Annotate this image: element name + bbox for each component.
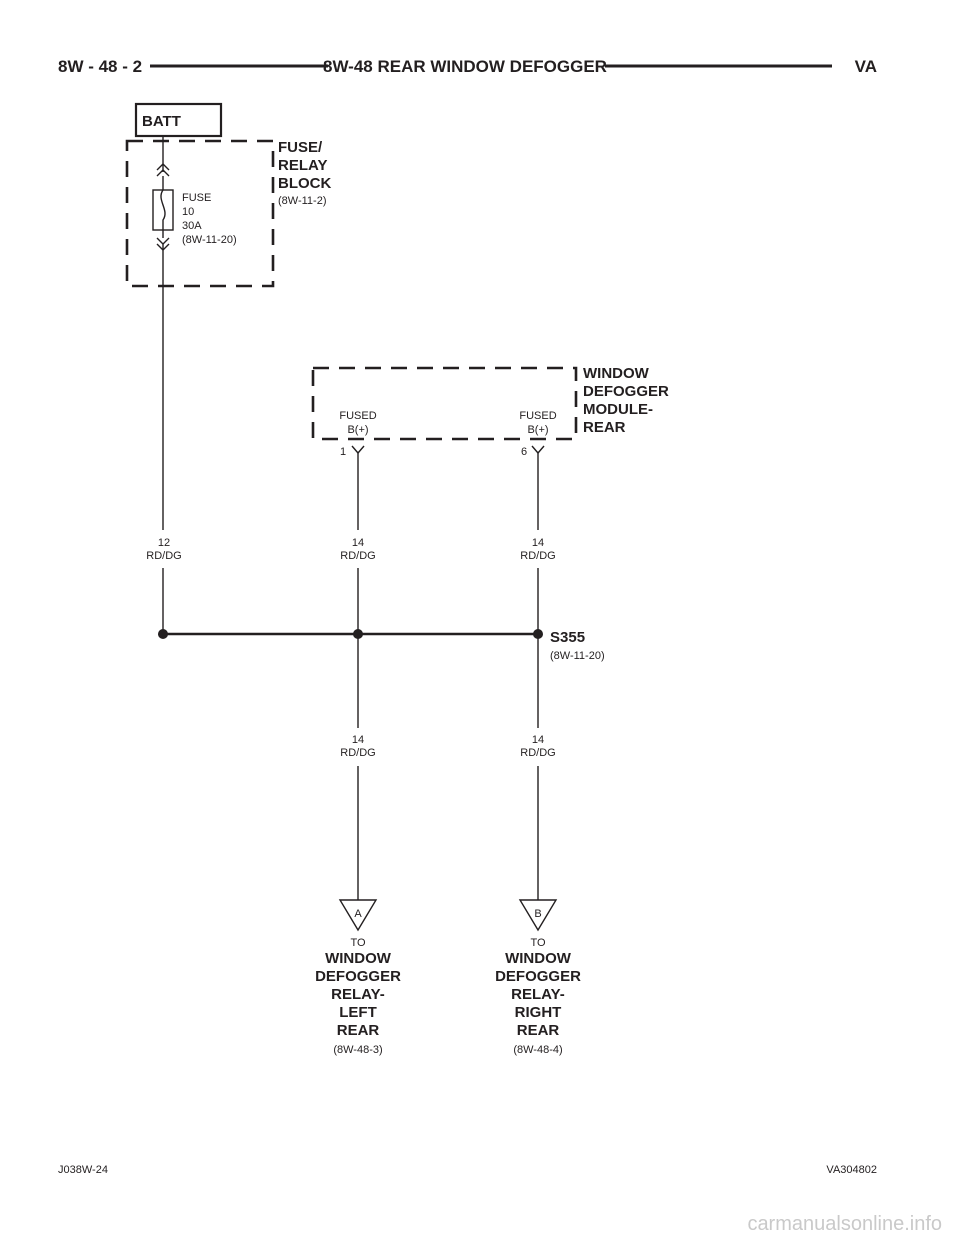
- pin-1-label-line-1: FUSED: [339, 410, 376, 422]
- pin-1-number: 1: [340, 446, 346, 458]
- defogger-module-line-3: MODULE-: [583, 401, 653, 418]
- batt-label: BATT: [142, 113, 181, 130]
- wire-right-upper-label: 14 RD/DG: [520, 537, 555, 562]
- wire-left-label: 12 RD/DG: [146, 537, 181, 562]
- connector-a-triangle: [338, 899, 378, 932]
- wire-mid-upper-color: RD/DG: [340, 550, 375, 562]
- footer-left-code: J038W-24: [58, 1164, 108, 1176]
- wire-right-upper-color: RD/DG: [520, 550, 555, 562]
- wire-right-lower-color: RD/DG: [520, 747, 555, 759]
- wire-right-upper-gauge: 14: [532, 537, 544, 549]
- wire-right-lower-label: 14 RD/DG: [520, 734, 555, 759]
- module-pin-6: FUSED B(+) 6: [519, 410, 556, 458]
- wire-mid-upper-gauge: 14: [352, 537, 364, 549]
- fuse-relay-block-outline: [125, 139, 275, 288]
- splice-label: S355 (8W-11-20): [550, 629, 605, 662]
- watermark: carmanualsonline.info: [747, 1213, 942, 1235]
- connector-b-to: TO: [530, 937, 546, 949]
- fuse-chevron-top-1: [156, 163, 170, 171]
- connector-b-line-4: RIGHT: [515, 1004, 562, 1021]
- connector-a-letter: A: [354, 908, 362, 920]
- defogger-module-line-4: REAR: [583, 419, 626, 436]
- wire-mid-lower-label: 14 RD/DG: [340, 734, 375, 759]
- connector-a: A TO WINDOW DEFOGGER RELAY- LEFT REAR (8…: [315, 899, 401, 1056]
- pin-6-label-line-1: FUSED: [519, 410, 556, 422]
- wire-left-color: RD/DG: [146, 550, 181, 562]
- fuse-relay-block-line-3: BLOCK: [278, 175, 331, 192]
- defogger-module-outline: [311, 366, 578, 441]
- wire-mid-lower-color: RD/DG: [340, 747, 375, 759]
- connector-b-letter: B: [534, 908, 541, 920]
- pin-6-number: 6: [521, 446, 527, 458]
- connector-b-triangle: [518, 899, 558, 932]
- wire-mid-lower-gauge: 14: [352, 734, 364, 746]
- batt-box: BATT: [134, 102, 223, 138]
- module-pin-1: FUSED B(+) 1: [339, 410, 376, 458]
- fuse-label-line-4: (8W-11-20): [182, 234, 237, 246]
- fuse-chevron-bottom-1: [156, 237, 170, 245]
- connector-a-ref: (8W-48-3): [333, 1044, 382, 1056]
- pin-1-connector-symbol: [351, 445, 365, 455]
- connector-b-line-2: DEFOGGER: [495, 968, 581, 985]
- fuse-label-line-1: FUSE: [182, 192, 211, 204]
- footer-right-code: VA304802: [826, 1164, 877, 1176]
- batt-box-outline: [134, 102, 223, 138]
- wire-right-lower-gauge: 14: [532, 734, 544, 746]
- pin-6-label-line-2: B(+): [527, 424, 548, 436]
- wire-mid-upper-label: 14 RD/DG: [340, 537, 375, 562]
- fuse-element: [160, 189, 166, 230]
- defogger-module-label: WINDOW DEFOGGER MODULE- REAR: [583, 365, 669, 436]
- connector-a-to: TO: [350, 937, 366, 949]
- fuse-symbol: [152, 189, 174, 231]
- connector-a-line-3: RELAY-: [331, 986, 385, 1003]
- fuse-relay-block-line-2: RELAY: [278, 157, 327, 174]
- splice-dot-left: [158, 629, 168, 639]
- header-model-code: VA: [855, 57, 877, 76]
- defogger-module-line-2: DEFOGGER: [583, 383, 669, 400]
- header-page-number: 8W - 48 - 2: [58, 57, 142, 76]
- defogger-module-line-1: WINDOW: [583, 365, 650, 382]
- connector-b: B TO WINDOW DEFOGGER RELAY- RIGHT REAR (…: [495, 899, 581, 1056]
- fuse-relay-block-label: FUSE/ RELAY BLOCK (8W-11-2): [278, 139, 331, 207]
- fuse-relay-block-ref: (8W-11-2): [278, 195, 327, 207]
- splice-ref: (8W-11-20): [550, 650, 605, 662]
- connector-a-line-2: DEFOGGER: [315, 968, 401, 985]
- fuse-chevron-top-2: [156, 169, 170, 177]
- connector-b-ref: (8W-48-4): [513, 1044, 562, 1056]
- pin-1-label-line-2: B(+): [347, 424, 368, 436]
- page-header: 8W - 48 - 2 8W-48 REAR WINDOW DEFOGGER V…: [58, 57, 877, 76]
- fuse-relay-block-line-1: FUSE/: [278, 139, 323, 156]
- fuse-label-line-2: 10: [182, 206, 194, 218]
- wire-left-gauge: 12: [158, 537, 170, 549]
- pin-6-connector-symbol: [531, 445, 545, 455]
- connector-a-line-1: WINDOW: [325, 950, 392, 967]
- connector-b-line-5: REAR: [517, 1022, 560, 1039]
- fuse-label: FUSE 10 30A (8W-11-20): [182, 192, 237, 246]
- splice-id: S355: [550, 629, 585, 646]
- connector-b-line-1: WINDOW: [505, 950, 572, 967]
- connector-a-line-5: REAR: [337, 1022, 380, 1039]
- fuse-label-line-3: 30A: [182, 220, 202, 232]
- header-title: 8W-48 REAR WINDOW DEFOGGER: [323, 57, 607, 76]
- connector-b-line-3: RELAY-: [511, 986, 565, 1003]
- connector-a-line-4: LEFT: [339, 1004, 377, 1021]
